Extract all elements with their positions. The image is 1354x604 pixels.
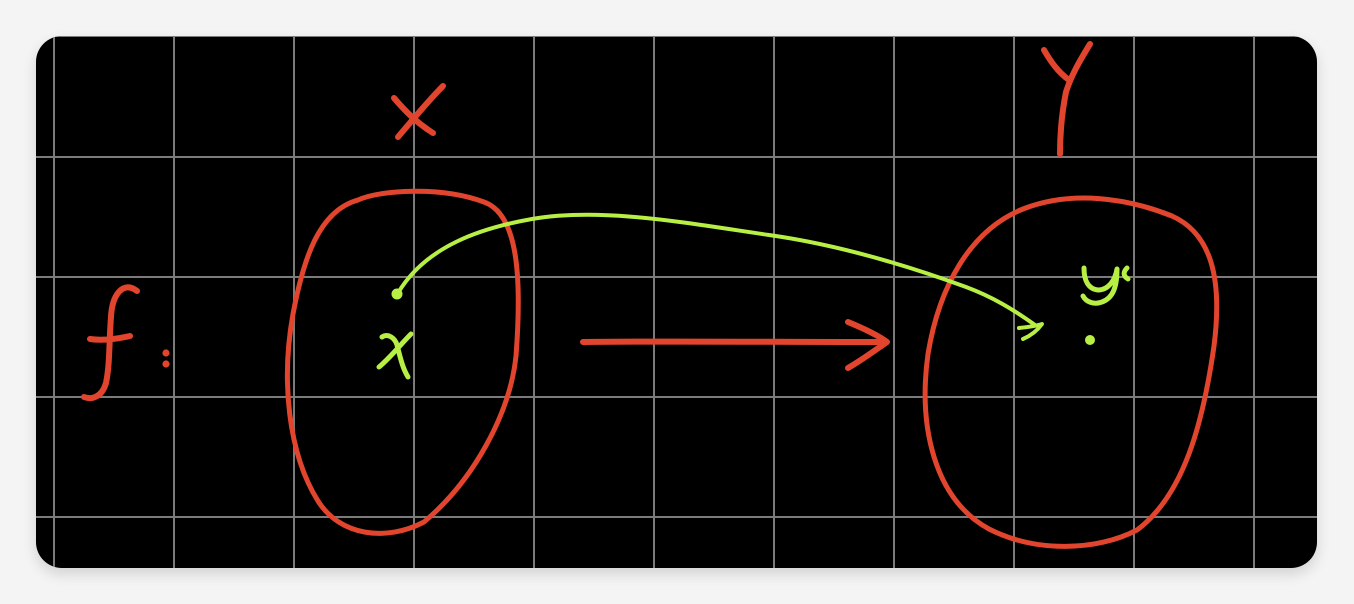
element-mapping-curve (396, 212, 1037, 327)
domain-element-dot (391, 288, 403, 300)
handwritten-ink (81, 41, 1220, 549)
math-whiteboard (36, 36, 1317, 568)
codomain-element-dot (1085, 335, 1095, 345)
function-mapping-diagram (36, 36, 1317, 568)
colon-dot-lower (162, 360, 170, 368)
element-mapping-arrow-head (1017, 322, 1044, 341)
mapping-arrow-head (845, 319, 890, 371)
domain-element-x-label (376, 331, 414, 380)
codomain-set-y-label (1041, 41, 1093, 157)
domain-set-ellipse (284, 188, 521, 536)
colon-dot-upper (162, 349, 170, 357)
domain-set-x-label (391, 83, 446, 140)
codomain-set-ellipse (922, 195, 1220, 549)
function-f-symbol (81, 284, 140, 402)
grid-lines (36, 36, 1317, 568)
codomain-element-y-label (1080, 265, 1131, 306)
